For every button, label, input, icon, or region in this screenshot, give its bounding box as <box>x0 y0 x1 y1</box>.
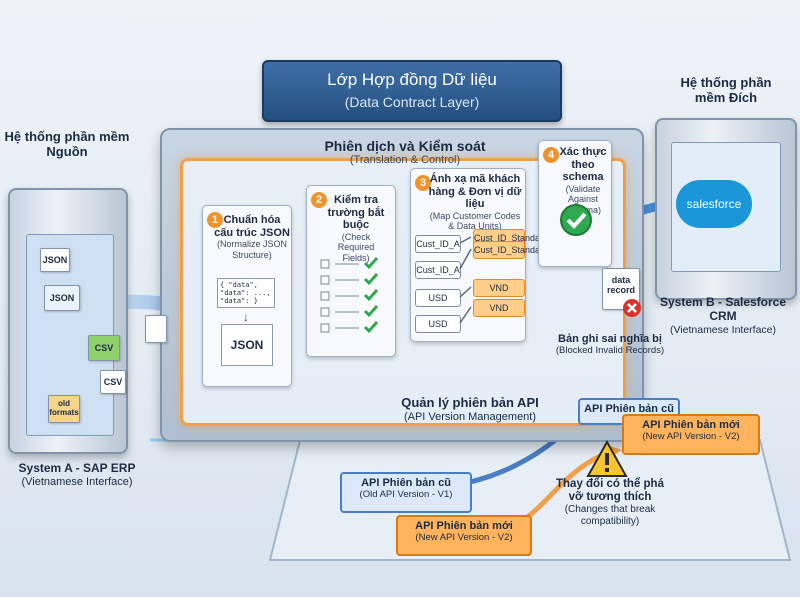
file-old-formats: old formats <box>48 395 80 423</box>
file-json: JSON <box>40 248 70 272</box>
step-2-number: 2 <box>311 192 327 208</box>
step-2-card: 2 Kiểm tra trường bắt buộc (Check Requir… <box>306 185 396 357</box>
file-csv: CSV <box>88 335 120 361</box>
mapping-from: USD <box>415 315 461 333</box>
check-icon <box>560 204 592 236</box>
step-1-card: 1 Chuẩn hóa cấu trúc JSON (Normalize JSO… <box>202 205 292 387</box>
api-old-version: API Phiên bản cũ (Old API Version - V1) <box>340 472 472 513</box>
step-4-card: 4 Xác thực theo schema (Validate Against… <box>538 140 612 267</box>
step-4-number: 4 <box>543 147 559 163</box>
translation-heading: Phiên dịch và Kiểm soát (Translation & C… <box>324 138 486 167</box>
step-2-subtitle: (Check Required Fields) <box>337 231 375 263</box>
mapping-to: VND <box>473 299 525 317</box>
file-json: JSON <box>44 285 80 311</box>
step-3-subtitle: (Map Customer Codes & Data Units) <box>429 210 521 232</box>
file-csv: CSV <box>100 370 126 394</box>
mapping-from: USD <box>415 289 461 307</box>
target-caption: System B - Salesforce CRM (Vietnamese In… <box>659 295 787 336</box>
api-heading: Quản lý phiên bản API (API Version Manag… <box>401 395 539 423</box>
salesforce-logo: salesforce <box>676 180 752 228</box>
step-1-subtitle: (Normalize JSON Structure) <box>216 239 287 260</box>
blocked-label: Bản ghi sai nghĩa bị (Blocked Invalid Re… <box>555 333 665 356</box>
source-heading: Hệ thống phần mềm Nguồn <box>4 129 130 159</box>
document-icon <box>145 315 167 343</box>
mapping-to: Cust_ID_Standard <box>473 241 548 259</box>
source-caption: System A - SAP ERP (Vietnamese Interface… <box>18 461 136 488</box>
down-arrow-icon: ↓ <box>243 310 249 324</box>
step-4-title: Xác thực theo schema <box>559 146 607 184</box>
banner-subtitle: (Data Contract Layer) <box>344 94 480 110</box>
step-1-code: { "data", "data": ..., "data": } <box>217 278 275 308</box>
error-icon <box>623 299 641 317</box>
step-3-number: 3 <box>415 175 431 191</box>
data-contract-banner: Lớp Hợp đồng Dữ liệu (Data Contract Laye… <box>262 60 562 122</box>
step-2-title: Kiểm tra trường bắt buộc <box>327 194 385 232</box>
target-heading: Hệ thống phần mềm Đích <box>680 75 772 105</box>
warning-icon <box>586 440 628 477</box>
step-1-number: 1 <box>207 212 223 228</box>
mapping-to: VND <box>473 279 525 297</box>
api-new-version: API Phiên bản mới (New API Version - V2) <box>396 515 532 556</box>
step-3-title: Ánh xạ mã khách hàng & Đơn vị dữ liệu <box>428 173 522 211</box>
mapping-from: Cust_ID_A <box>415 261 461 279</box>
step-1-title: Chuẩn hóa cấu trúc JSON <box>214 214 290 239</box>
step-3-card: 3 Ánh xạ mã khách hàng & Đơn vị dữ liệu … <box>410 168 548 342</box>
step-1-output: JSON <box>221 324 273 366</box>
mapping-from: Cust_ID_A <box>415 235 461 253</box>
api-top-new: API Phiên bản mới (New API Version - V2) <box>622 414 760 455</box>
mapping-arrows <box>459 236 472 324</box>
compat-warning: Thay đổi có thể phá vỡ tương thích (Chan… <box>556 478 664 527</box>
checklist-icon <box>320 257 379 334</box>
banner-title: Lớp Hợp đồng Dữ liệu <box>327 70 497 89</box>
